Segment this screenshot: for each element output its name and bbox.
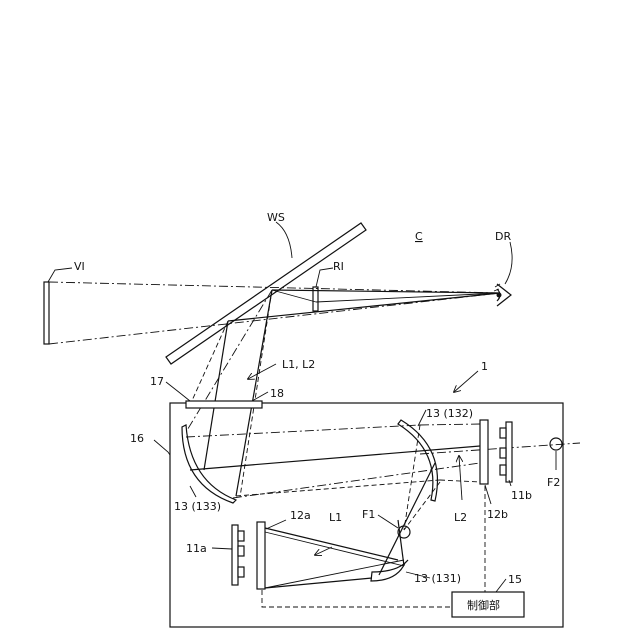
leader-132 [418, 410, 426, 426]
beam-ws-eye-4 [316, 293, 500, 302]
label-18: 18 [270, 387, 284, 400]
label-f2: F2 [547, 476, 560, 489]
beam-12a-2 [265, 578, 372, 588]
led-11b-1 [500, 428, 506, 438]
leader-11a [212, 548, 232, 549]
label-l1: L1 [329, 511, 342, 524]
beam-ws-eye-3 [272, 290, 316, 302]
label-ws: WS [267, 211, 285, 224]
panel-12b [480, 420, 488, 484]
label-vi: VI [74, 260, 85, 273]
beam-dash-b [190, 321, 228, 405]
leader-17 [166, 382, 190, 401]
arrow-device-1 [454, 371, 478, 392]
label-ri: RI [333, 260, 344, 273]
backlight-11a [232, 525, 238, 585]
label-133: 13 (133) [174, 500, 221, 513]
led-11a-1 [238, 531, 244, 541]
beam-12a-1 [265, 528, 398, 560]
led-11a-3 [238, 567, 244, 577]
beam-h-6 [440, 480, 480, 482]
leader-ws [276, 222, 292, 258]
led-11b-3 [500, 465, 506, 475]
leader-vi [48, 268, 72, 282]
backlight-11b [506, 422, 512, 482]
label-l1-l2: L1, L2 [282, 358, 315, 371]
control-line-a [262, 590, 452, 607]
arrow-l2 [459, 456, 462, 500]
label-131: 13 (131) [414, 572, 461, 585]
label-device: 1 [481, 360, 488, 373]
label-12b: 12b [487, 508, 508, 521]
mirror-132 [398, 420, 437, 501]
label-17: 17 [150, 375, 164, 388]
beam-h-1 [186, 425, 420, 437]
windshield [166, 223, 366, 364]
sightline-upper [49, 282, 500, 293]
label-dr: DR [495, 230, 511, 243]
led-11b-2 [500, 448, 506, 458]
label-l2: L2 [454, 511, 467, 524]
sightline-lower [49, 293, 500, 344]
arrow-l1 [315, 547, 332, 555]
cover-18 [186, 401, 262, 408]
beam-f1-2 [379, 463, 435, 575]
leader-f1 [378, 515, 398, 528]
label-12a: 12a [290, 509, 311, 522]
leader-133 [190, 486, 196, 497]
led-11a-2 [238, 546, 244, 556]
leader-12b [485, 485, 491, 504]
beam-ws-eye-1 [272, 290, 500, 293]
leader-ri [316, 268, 333, 287]
beam-h-3 [236, 480, 440, 496]
leader-15 [496, 579, 506, 592]
label-15: 15 [508, 573, 522, 586]
arrow-l1-l2 [248, 364, 276, 379]
leader-12a [266, 520, 286, 529]
label-16: 16 [130, 432, 144, 445]
panel-12a [257, 522, 265, 589]
leader-dr [505, 242, 512, 284]
virtual-image-vi [44, 282, 49, 344]
label-11b: 11b [511, 489, 532, 502]
label-132: 13 (132) [426, 407, 473, 420]
leader-16 [154, 440, 170, 455]
beam-h-5 [420, 424, 480, 425]
label-controller: 制御部 [467, 598, 500, 612]
label-c: C [415, 230, 423, 243]
label-11a: 11a [186, 542, 207, 555]
label-f1: F1 [362, 508, 375, 521]
eye-icon [494, 284, 511, 306]
beam-12a-3 [265, 532, 404, 566]
